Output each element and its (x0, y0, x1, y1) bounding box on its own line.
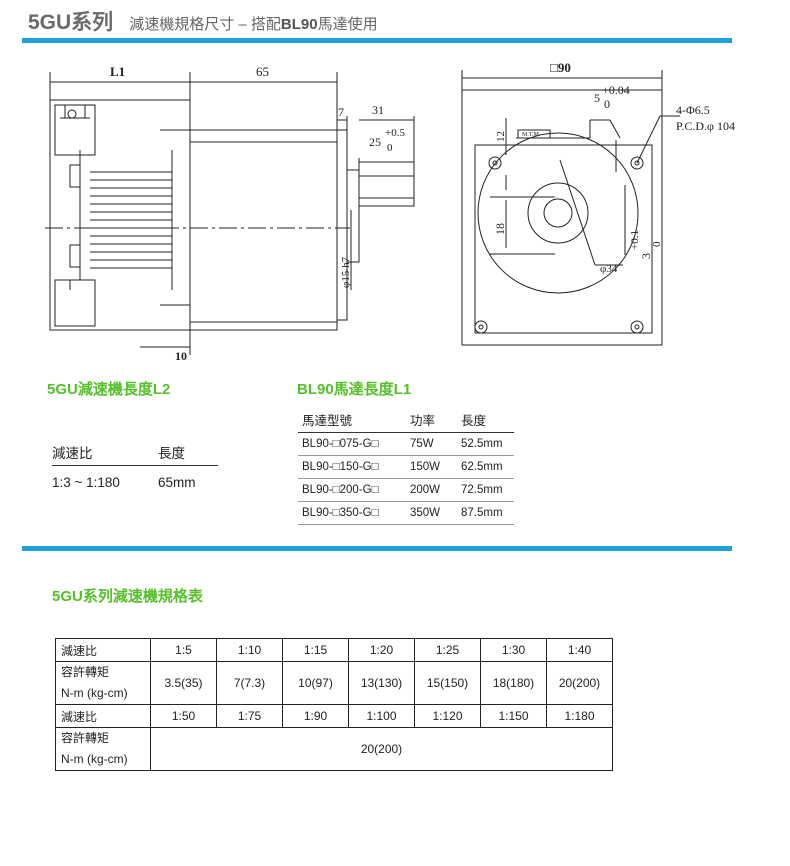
spec-ratio-cell: 1:90 (282, 704, 349, 728)
l2-header-ratio: 減速比 (52, 446, 93, 461)
spec-ratio-cell: 1:10 (216, 638, 283, 662)
dim-34: φ34 (600, 263, 618, 275)
tol-5-zero: 0 (604, 97, 610, 111)
spec-table: 減速比 1:5 1:10 1:15 1:20 1:25 1:30 1:40 容許… (55, 638, 613, 771)
l1-header-power: 功率 (409, 414, 435, 428)
dim-12: 12 (495, 131, 507, 142)
spec-torque-merged-cell: 20(200) (150, 727, 613, 771)
l1-cell-power: 200W (409, 484, 441, 496)
spec-ratio-cell: 1:150 (480, 704, 547, 728)
dim-31: 31 (372, 103, 384, 117)
spec-ratio-cell: 1:120 (414, 704, 481, 728)
spec-ratio-cell: 1:5 (150, 638, 217, 662)
spec-ratio-cell: 1:25 (414, 638, 481, 662)
dimension-drawing: L1 65 7 31 25 +0.5 0 φ15 h7 10 □90 5 +0.… (45, 60, 735, 362)
l1-cell-model: BL90-□075-G□ (302, 438, 379, 450)
spec-ratio-cell: 1:20 (348, 638, 415, 662)
spec-torque-cell: 10(97) (282, 661, 349, 705)
l1-row: BL90-□075-G□ 75W 52.5mm (298, 433, 514, 456)
spec-label-ratio: 減速比 (55, 638, 151, 662)
l2-row: 1:3 ~ 1:180 65mm (52, 466, 218, 490)
l1-row: BL90-□350-G□ 350W 87.5mm (298, 502, 514, 525)
l1-table: 馬達型號 功率 長度 BL90-□075-G□ 75W 52.5mm BL90-… (298, 410, 514, 525)
l1-header-model: 馬達型號 (302, 414, 353, 428)
l1-cell-model: BL90-□350-G□ (302, 507, 379, 519)
dim-square-90: □90 (550, 60, 571, 75)
l1-row: BL90-□200-G□ 200W 72.5mm (298, 479, 514, 502)
spec-ratio-row: 減速比 1:50 1:75 1:90 1:100 1:120 1:150 1:1… (55, 704, 613, 728)
spec-ratio-row: 減速比 1:5 1:10 1:15 1:20 1:25 1:30 1:40 (55, 638, 613, 662)
spec-ratio-cell: 1:50 (150, 704, 217, 728)
dim-3: 3 (639, 253, 653, 259)
spec-ratio-cell: 1:15 (282, 638, 349, 662)
side-view (49, 72, 415, 355)
tol-5-plus: +0.04 (602, 83, 630, 97)
l1-cell-power: 75W (409, 438, 434, 450)
dim-shaft-diameter: φ15 h7 (340, 256, 352, 288)
tol-3-plus: +0.1 (629, 230, 641, 250)
spec-ratio-cell: 1:30 (480, 638, 547, 662)
spec-torque-cell: 18(180) (480, 661, 547, 705)
pcd-label: P.C.D.φ 104 (676, 119, 735, 133)
l1-row: BL90-□150-G□ 150W 62.5mm (298, 456, 514, 479)
l2-header-row: 減速比 長度 (52, 442, 218, 466)
dim-7: 7 (338, 105, 344, 119)
l1-cell-power: 350W (409, 507, 441, 519)
dim-5: 5 (594, 91, 600, 105)
holes-label: 4-Φ6.5 (676, 103, 710, 117)
middle-divider-bar (22, 546, 732, 551)
page-subtitle: 減速機規格尺寸 – 搭配BL90馬達使用 (129, 16, 378, 33)
l2-cell-length: 65mm (158, 475, 196, 490)
dim-10: 10 (175, 349, 187, 362)
spec-label-ratio: 減速比 (55, 704, 151, 728)
front-view (461, 70, 680, 346)
l1-heading: BL90馬達長度L1 (297, 381, 412, 398)
l2-cell-ratio: 1:3 ~ 1:180 (52, 475, 120, 490)
page-title: 5GU系列減速機規格尺寸 – 搭配BL90馬達使用 (28, 6, 378, 36)
spec-torque-cell: 13(130) (348, 661, 415, 705)
l1-cell-length: 87.5mm (461, 507, 503, 519)
l1-cell-length: 62.5mm (461, 461, 503, 473)
l2-heading: 5GU減速機長度L2 (47, 381, 171, 398)
tol-25-zero: 0 (387, 142, 393, 154)
l2-table: 減速比 長度 1:3 ~ 1:180 65mm (52, 442, 218, 490)
spec-torque-cell: 15(150) (414, 661, 481, 705)
spec-ratio-cell: 1:180 (546, 704, 613, 728)
top-divider-bar (22, 38, 732, 43)
spec-ratio-cell: 1:75 (216, 704, 283, 728)
dim-18: 18 (493, 223, 507, 235)
l1-header-row: 馬達型號 功率 長度 (298, 410, 514, 433)
l1-cell-model: BL90-□200-G□ (302, 484, 379, 496)
brand-label: M.T.M (522, 132, 540, 138)
dim-65: 65 (256, 64, 269, 79)
dim-l1: L1 (110, 64, 125, 79)
l1-cell-power: 150W (409, 461, 441, 473)
l1-header-length: 長度 (461, 414, 487, 428)
l1-cell-length: 72.5mm (461, 484, 503, 496)
spec-ratio-cell: 1:40 (546, 638, 613, 662)
l2-header-length: 長度 (158, 446, 185, 461)
l1-cell-length: 52.5mm (461, 438, 503, 450)
spec-heading: 5GU系列減速機規格表 (52, 588, 203, 605)
spec-ratio-cell: 1:100 (348, 704, 415, 728)
dim-25: 25 (369, 135, 381, 149)
spec-torque-cell: 20(200) (546, 661, 613, 705)
tol-3-zero: 0 (651, 241, 663, 247)
l1-cell-model: BL90-□150-G□ (302, 461, 379, 473)
spec-torque-cell: 3.5(35) (150, 661, 217, 705)
series-title: 5GU系列 (28, 11, 114, 34)
tol-25-plus: +0.5 (385, 127, 405, 139)
spec-torque-cell: 7(7.3) (216, 661, 283, 705)
